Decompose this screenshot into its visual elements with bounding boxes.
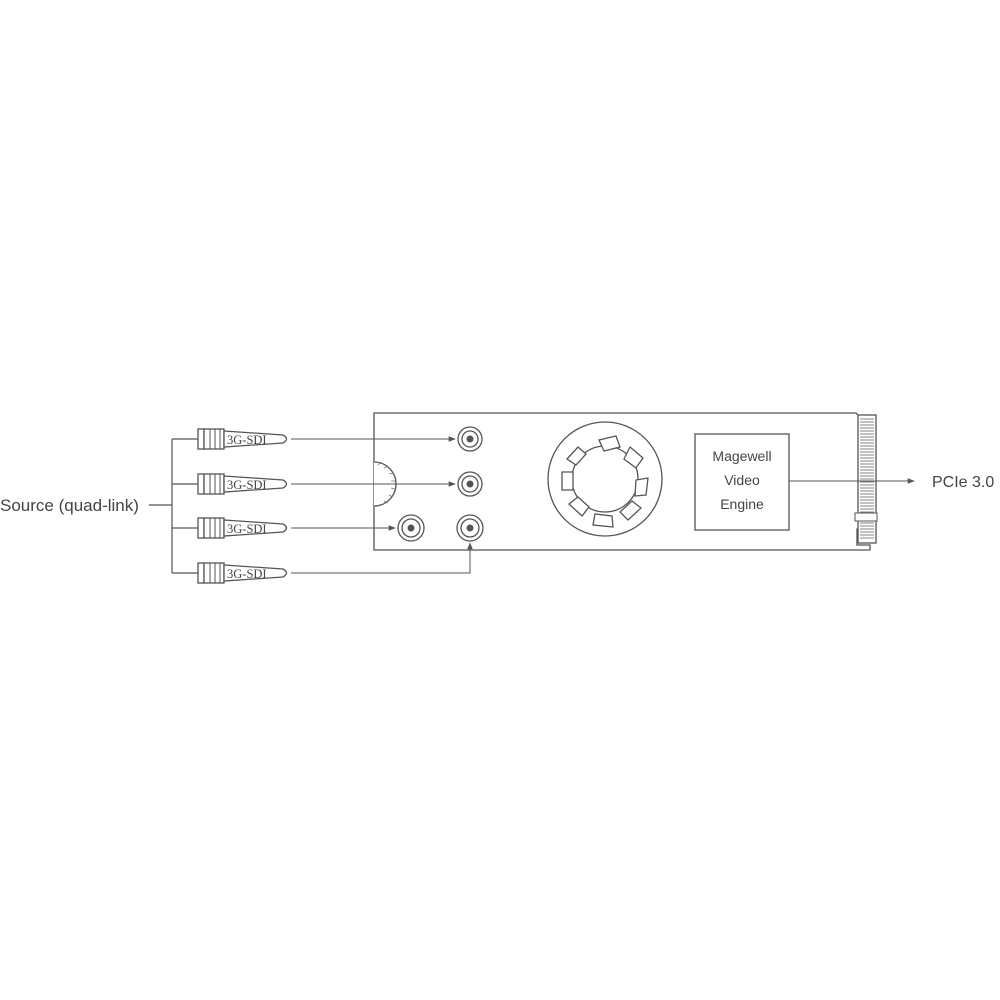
output-label: PCIe 3.0 [932, 474, 994, 491]
bnc-connector-3 [397, 514, 425, 542]
cable-label-1: 3G-SDI [227, 433, 267, 447]
sdi-cable-3: 3G-SDI [197, 517, 288, 539]
engine-label-line-1: Magewell [712, 448, 771, 464]
cable-label-2: 3G-SDI [227, 478, 267, 492]
pcie-contacts [860, 418, 874, 539]
sdi-cable-2: 3G-SDI [197, 473, 288, 495]
bnc-connector-1 [457, 426, 483, 452]
fan-icon [547, 421, 663, 537]
bnc-connector-2 [457, 471, 483, 497]
cable-label-3: 3G-SDI [227, 522, 267, 536]
sdi-cable-1: 3G-SDI [197, 428, 288, 450]
video-engine-chip [694, 433, 790, 531]
cable-label-4: 3G-SDI [227, 567, 267, 581]
engine-label-line-3: Engine [720, 496, 764, 512]
engine-label-line-2: Video [724, 472, 760, 488]
bnc-connector-4 [456, 514, 484, 542]
signal-line-4 [291, 542, 473, 574]
source-label: Source (quad-link) [0, 496, 139, 515]
sdi-cable-4: 3G-SDI [197, 562, 288, 584]
